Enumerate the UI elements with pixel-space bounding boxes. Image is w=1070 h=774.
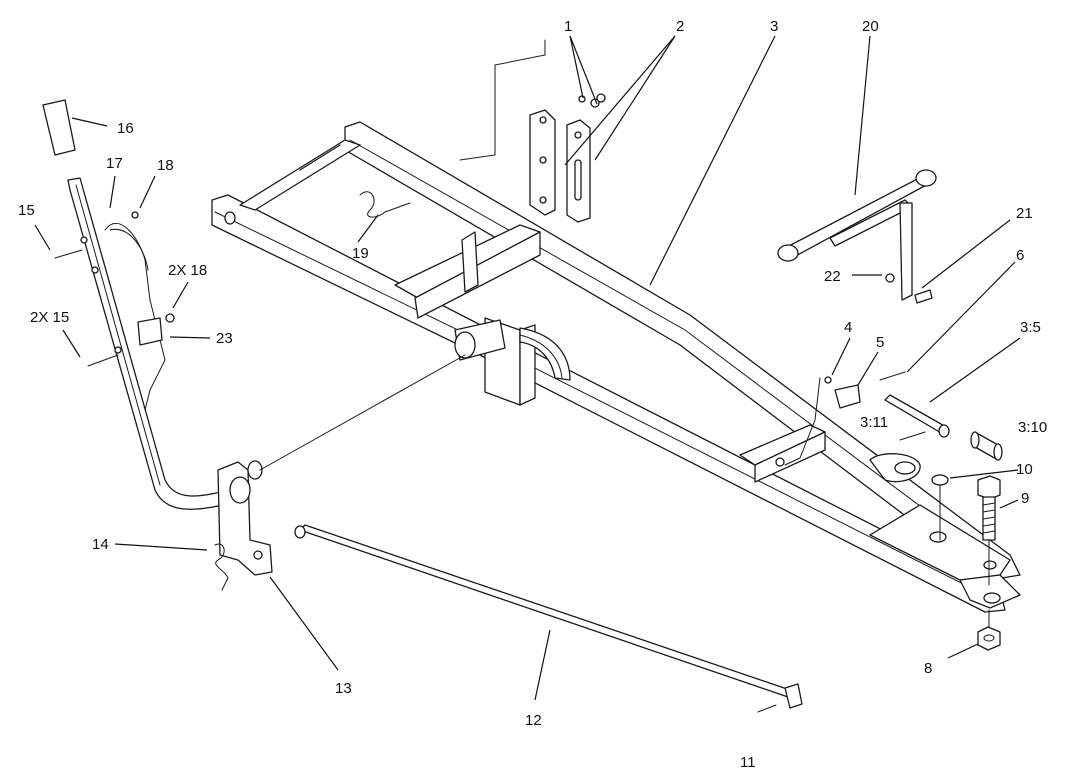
callout-2x18: 2X 18	[168, 262, 207, 279]
pin-assembly	[884, 394, 1003, 461]
callout-8: 8	[924, 660, 932, 677]
hex-nut	[977, 609, 1001, 651]
callout-14: 14	[92, 536, 109, 553]
callout-2x15: 2X 15	[30, 309, 69, 326]
callout-labels: 1 2 3 20 16 17 18 15 2X 18 19 21 6 22 2X…	[18, 18, 1047, 771]
callout-18: 18	[157, 157, 174, 174]
callout-12: 12	[525, 712, 542, 729]
callout-13: 13	[335, 680, 352, 697]
lower-bracket	[217, 460, 273, 576]
callout-10: 10	[1016, 461, 1033, 478]
callout-3-10: 3:10	[1018, 419, 1047, 436]
axle-assembly	[777, 169, 937, 304]
cable	[259, 354, 466, 471]
pin-clip	[359, 191, 411, 218]
long-rod	[294, 524, 803, 713]
tow-frame	[211, 121, 1021, 613]
bracket-pair	[529, 109, 591, 223]
callout-15: 15	[18, 202, 35, 219]
callout-1: 1	[564, 18, 572, 35]
callout-2: 2	[676, 18, 684, 35]
leader-lines	[34, 35, 1021, 701]
callout-9: 9	[1021, 490, 1029, 507]
mount-outline	[459, 39, 546, 161]
callout-5: 5	[876, 334, 884, 351]
callout-16: 16	[117, 120, 134, 137]
callout-3-11: 3:11	[860, 414, 888, 431]
callout-20: 20	[862, 18, 879, 35]
hitch-cap	[931, 474, 949, 486]
callout-22: 22	[824, 268, 841, 285]
callout-11: 11	[740, 754, 756, 771]
callout-17: 17	[106, 155, 123, 172]
hitch-bolt	[977, 475, 1001, 586]
callout-3: 3	[770, 18, 778, 35]
callout-21: 21	[1016, 205, 1033, 222]
lift-handle	[42, 99, 243, 510]
hairpin-clip	[214, 543, 229, 591]
callout-19: 19	[352, 245, 369, 262]
callout-4: 4	[844, 319, 852, 336]
link-rod	[775, 371, 906, 467]
callout-3-5: 3:5	[1020, 319, 1041, 336]
callout-23: 23	[216, 330, 233, 347]
callout-6: 6	[1016, 247, 1024, 264]
